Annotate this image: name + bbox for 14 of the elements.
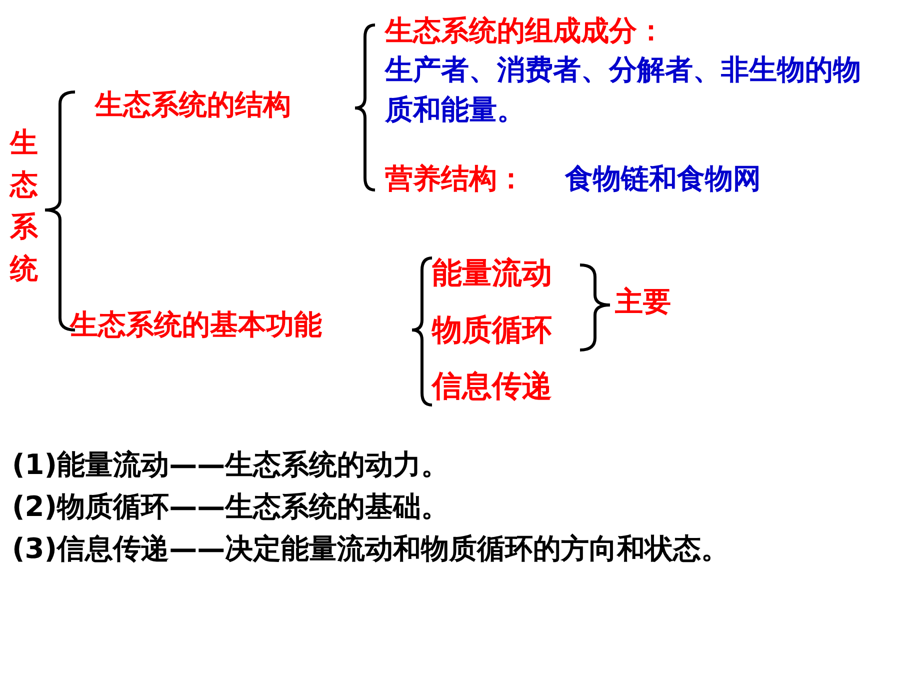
function-label: 物质循环 [432, 312, 552, 350]
branch-label: 生态系统的基本功能 [70, 307, 322, 343]
function-label: 能量流动 [432, 255, 552, 293]
component-text: 食物链和食物网 [565, 161, 761, 197]
component-text: 生产者、消费者、分解者、非生物的物质和能量。 [385, 52, 862, 128]
heading-text: 营养结构： [385, 161, 525, 197]
note-text: (3)信息传递——决定能量流动和物质循环的方向和状态。 [12, 531, 730, 567]
heading-text: 生态系统的组成成分： [385, 13, 665, 49]
function-label: 信息传递 [432, 368, 552, 406]
note-text: (2)物质循环——生态系统的基础。 [12, 489, 450, 525]
note-text: (1)能量流动——生态系统的动力。 [12, 447, 450, 483]
branch-label: 生态系统的结构 [95, 87, 291, 123]
topic-label: 生态系统 [10, 125, 39, 287]
note-label: 主要 [615, 284, 671, 320]
